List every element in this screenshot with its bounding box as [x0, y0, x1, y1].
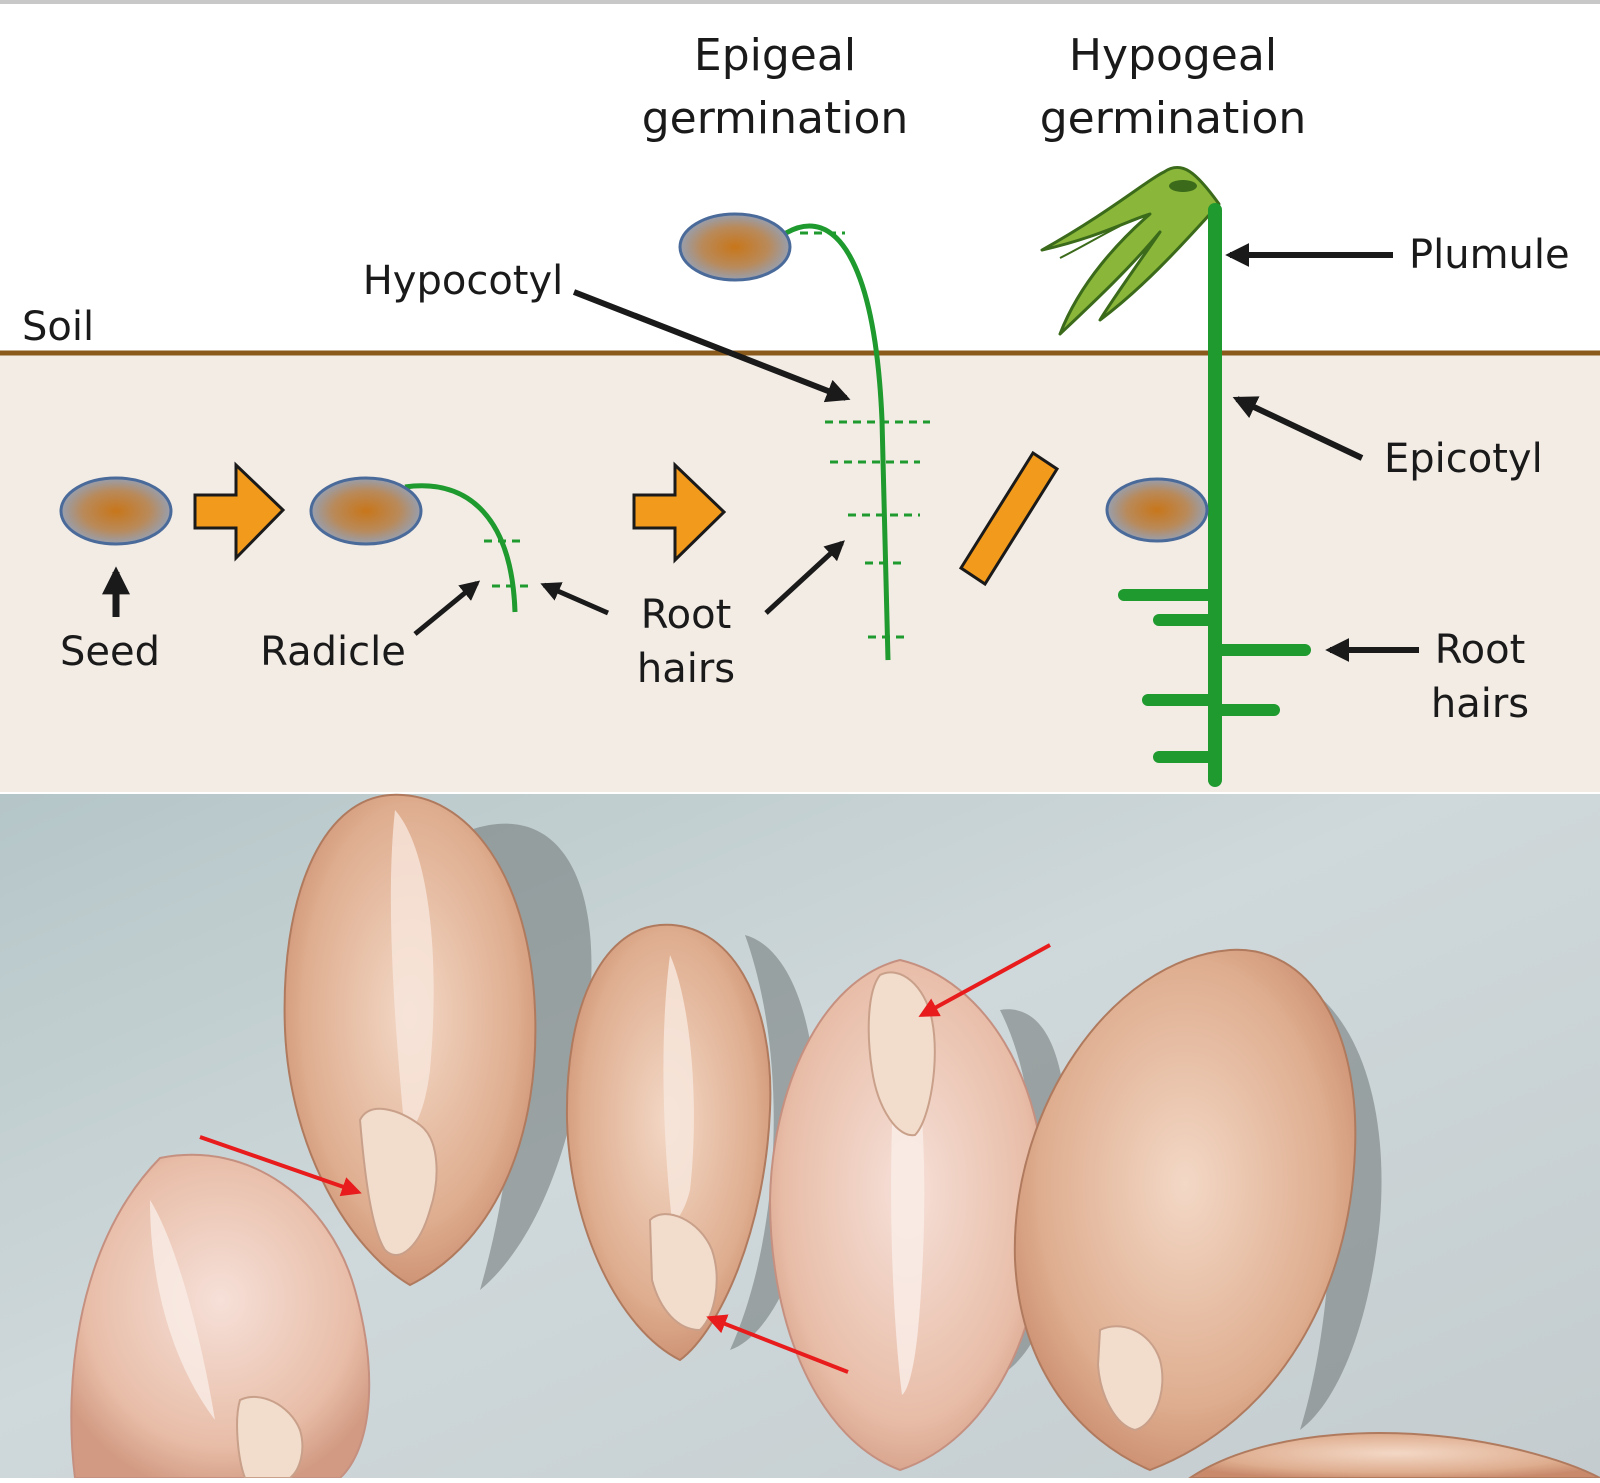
soil-label: Soil	[22, 304, 94, 350]
radicle-label: Radicle	[260, 629, 406, 675]
red-annotation-arrows	[199, 943, 1051, 1374]
root-hairs-arrow-left	[540, 582, 610, 616]
red-arrow-2	[918, 943, 1051, 1017]
germination-diagram: Soil Epigeal germination Hypogeal germin…	[0, 0, 1600, 792]
hypocotyl-stem	[784, 223, 891, 661]
peanut-photo	[0, 793, 1600, 1479]
peanut-half-6	[1186, 1432, 1600, 1479]
hypogeal-title-line1: Hypogeal	[1069, 30, 1277, 81]
seed-hypogeal	[1105, 477, 1209, 543]
peanut-half-1-groove	[390, 810, 434, 1135]
epigeal-root-hairs	[800, 231, 930, 639]
red-arrow-3	[706, 1314, 849, 1374]
top-border	[0, 0, 1600, 4]
seed-stage1	[59, 476, 173, 546]
hypogeal-title-line2: germination	[1040, 93, 1307, 144]
epigeal-title-line1: Epigeal	[694, 30, 856, 81]
epicotyl-label: Epicotyl	[1384, 436, 1543, 482]
soil-region	[0, 352, 1600, 792]
peanut-halves	[70, 793, 1600, 1479]
radicle-stem	[404, 483, 518, 613]
embryo-3	[867, 971, 936, 1137]
embryo-2	[648, 1213, 718, 1332]
root-hairs-center-line2: hairs	[637, 646, 735, 692]
radicle-arrow	[413, 580, 481, 636]
radicle-root-hairs	[484, 539, 534, 588]
red-arrow-1	[199, 1135, 362, 1197]
embryo-5	[236, 1395, 304, 1479]
seed-label: Seed	[60, 629, 160, 675]
orange-divider	[958, 450, 1060, 587]
plumule-leaves	[1040, 166, 1221, 336]
embryo-1	[358, 1107, 438, 1256]
hypocotyl-label: Hypocotyl	[363, 258, 564, 304]
hypogeal-root-hairs	[1118, 589, 1311, 763]
root-hairs-arrow-right	[764, 540, 845, 615]
orange-arrow-2	[632, 461, 727, 564]
peanut-half-5-groove	[150, 1200, 215, 1420]
root-hairs-right-line2: hairs	[1431, 681, 1529, 727]
hypocotyl-arrow	[572, 289, 851, 403]
peanut-half-5	[70, 1153, 371, 1479]
epigeal-title-line2: germination	[642, 93, 909, 144]
embryo-4	[1096, 1325, 1164, 1432]
seed-stage2	[309, 476, 423, 546]
seed-epigeal	[678, 212, 792, 282]
root-hairs-center-line1: Root	[641, 592, 732, 638]
epicotyl-arrow	[1232, 396, 1364, 461]
orange-arrow-1	[193, 461, 286, 562]
plumule-label: Plumule	[1409, 232, 1570, 278]
root-hairs-right-line1: Root	[1435, 627, 1526, 673]
peanut-half-2-groove	[663, 955, 694, 1222]
